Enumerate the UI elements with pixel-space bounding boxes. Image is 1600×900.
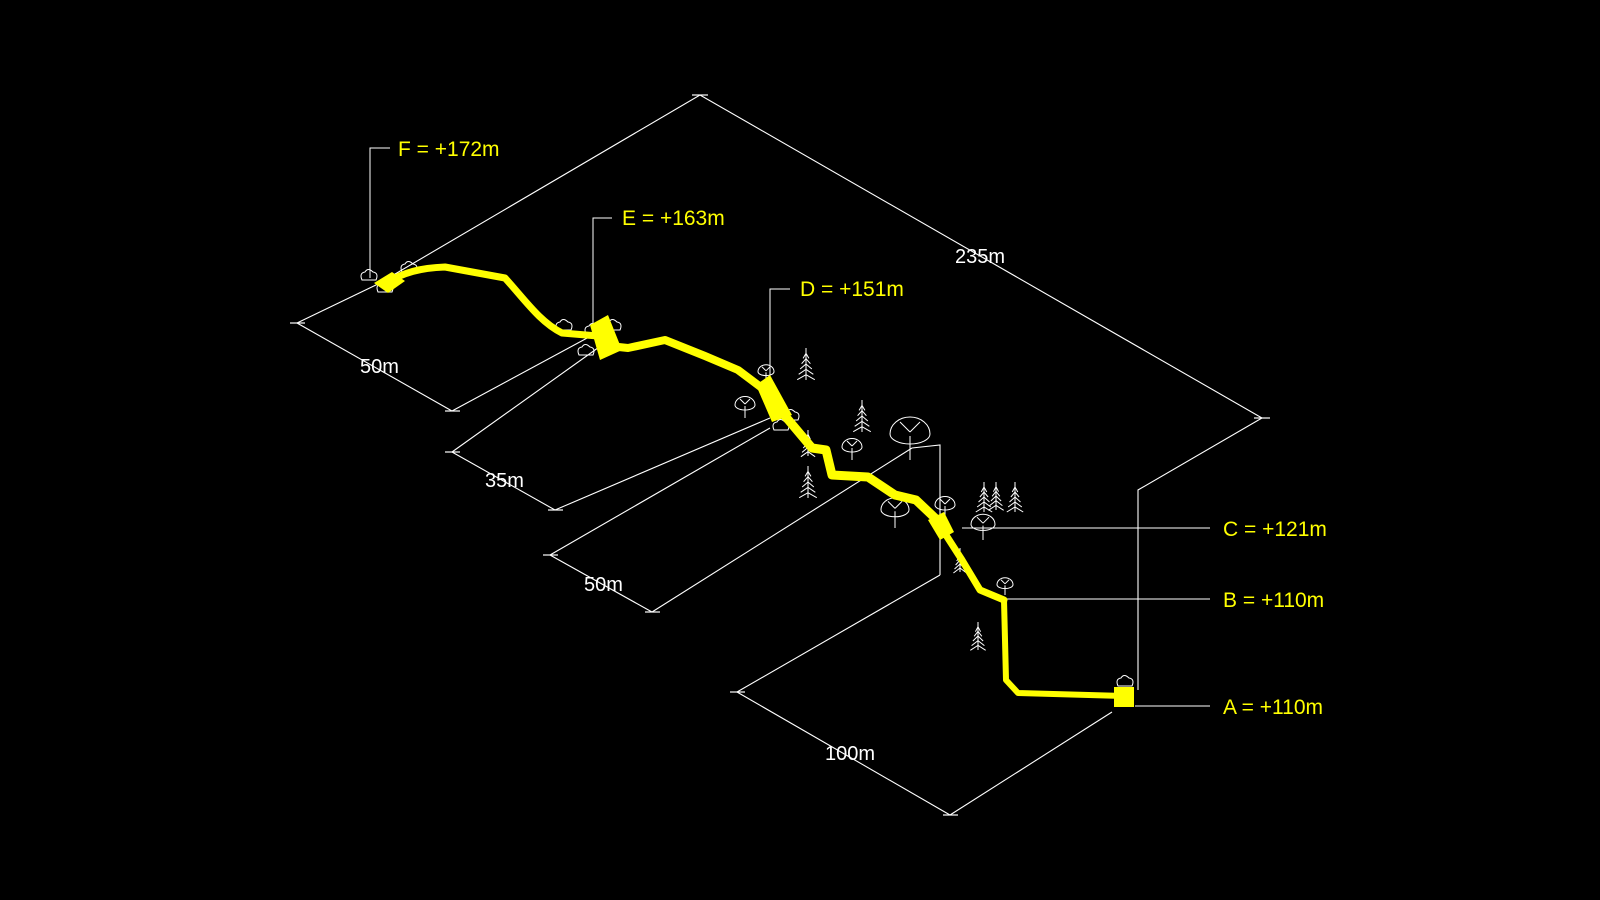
conifer-icon: [798, 466, 818, 499]
station-a: [1114, 687, 1134, 707]
station-f: [374, 272, 405, 293]
shrub-icon: [1116, 675, 1134, 687]
shrub-icon: [555, 319, 573, 331]
shrub-icon: [577, 344, 595, 356]
dim-line-50m-dc: [549, 554, 653, 613]
dim-line-235m: [377, 94, 1264, 690]
conifer-icon: [852, 400, 872, 433]
tree-icon: [734, 396, 756, 418]
point-label-c: C = +121m: [1223, 518, 1327, 541]
dim-label-50m-dc: 50m: [584, 574, 623, 596]
conifer-icon: [1006, 482, 1024, 513]
trail-path-b-a: [1001, 597, 1127, 699]
dimension-ticks: [290, 94, 1270, 816]
trail: [374, 263, 1134, 707]
station-e: [590, 315, 622, 360]
station-d: [756, 375, 792, 422]
tree-icon: [889, 416, 931, 460]
conifer-icon: [796, 348, 816, 381]
dim-line-50m-fe: [296, 322, 453, 412]
leader-f: [369, 147, 390, 278]
shrub-icon: [360, 269, 378, 281]
point-label-e: E = +163m: [622, 207, 725, 230]
vegetation: [360, 261, 1134, 687]
tree-icon: [970, 513, 996, 540]
dim-line-35m-ed: [451, 451, 556, 511]
station-c: [928, 512, 954, 540]
leader-e: [592, 217, 612, 325]
dim-label-35m-ed: 35m: [485, 470, 524, 492]
point-label-b: B = +110m: [1223, 589, 1324, 612]
point-label-d: D = +151m: [800, 278, 904, 301]
conifer-icon: [970, 622, 986, 651]
conifer-icon: [975, 482, 993, 513]
tree-icon: [880, 497, 910, 528]
tree-icon: [996, 577, 1014, 595]
point-label-f: F = +172m: [398, 138, 500, 161]
trail-path-f-e: [379, 263, 602, 340]
point-label-a: A = +110m: [1223, 696, 1323, 719]
dim-label-100m-ca: 100m: [825, 743, 875, 765]
trail-path-c-b: [931, 514, 1008, 604]
conifer-icon: [988, 482, 1004, 511]
dim-label-50m-fe: 50m: [360, 356, 399, 378]
tree-icon: [841, 438, 863, 460]
dim-line-100m-ca: [736, 691, 951, 816]
leader-lines: [369, 147, 1210, 707]
dim-label-total: 235m: [955, 246, 1005, 268]
leader-d: [769, 288, 790, 378]
tree-icon: [757, 364, 775, 382]
trail-path-d-c: [775, 405, 940, 523]
dimension-labels: 235m 50m 35m 50m 100m: [360, 246, 1005, 765]
point-labels: F = +172m E = +163m D = +151m C = +121m …: [398, 138, 1327, 719]
